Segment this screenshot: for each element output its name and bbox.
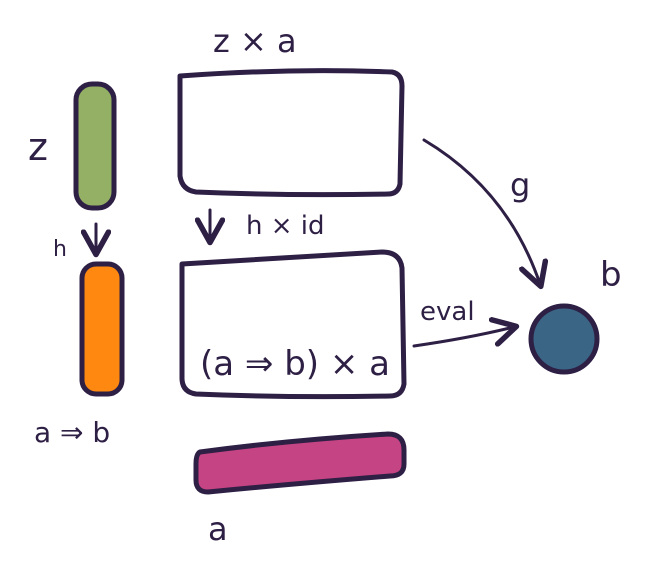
b-label: b bbox=[600, 255, 622, 295]
b-object-dot bbox=[528, 303, 600, 375]
z-label: z bbox=[28, 125, 48, 169]
a-to-b-times-a-box bbox=[179, 249, 407, 400]
a-to-b-object-bar bbox=[79, 261, 125, 397]
h-times-id-label: h × id bbox=[246, 211, 325, 241]
g-label: g bbox=[510, 166, 530, 204]
eval-arrow bbox=[412, 327, 514, 348]
g-arrow bbox=[422, 138, 540, 284]
eval-label: eval bbox=[420, 297, 475, 327]
z-object-bar bbox=[73, 81, 117, 211]
a-to-b-label: a ⇒ b bbox=[34, 416, 110, 449]
z-times-a-box bbox=[177, 68, 405, 198]
z-times-a-label: z × a bbox=[213, 22, 297, 60]
h-label: h bbox=[53, 237, 67, 262]
a-object-bar bbox=[193, 431, 407, 495]
a-label: a bbox=[208, 510, 228, 548]
a-to-b-times-a-label: (a ⇒ b) × a bbox=[200, 344, 390, 384]
